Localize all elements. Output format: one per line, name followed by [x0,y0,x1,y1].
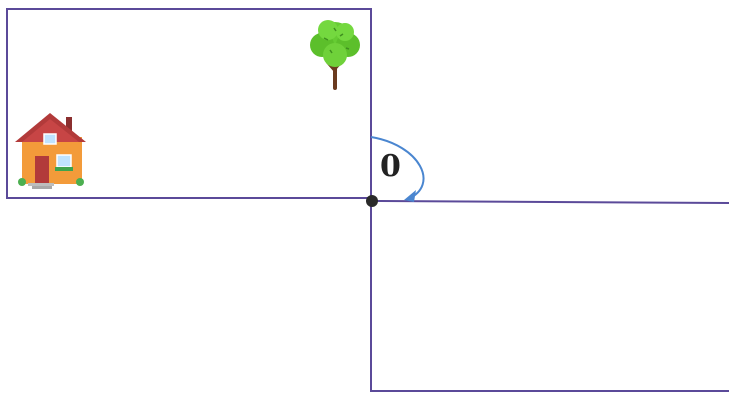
origin-label: 0 [380,152,401,182]
origin-point [366,195,378,207]
rotation-arrowhead [404,190,416,202]
lower-right-region [371,201,729,391]
tree-icon [310,20,360,88]
right-axis-line [371,201,729,203]
house-icon [15,113,86,189]
